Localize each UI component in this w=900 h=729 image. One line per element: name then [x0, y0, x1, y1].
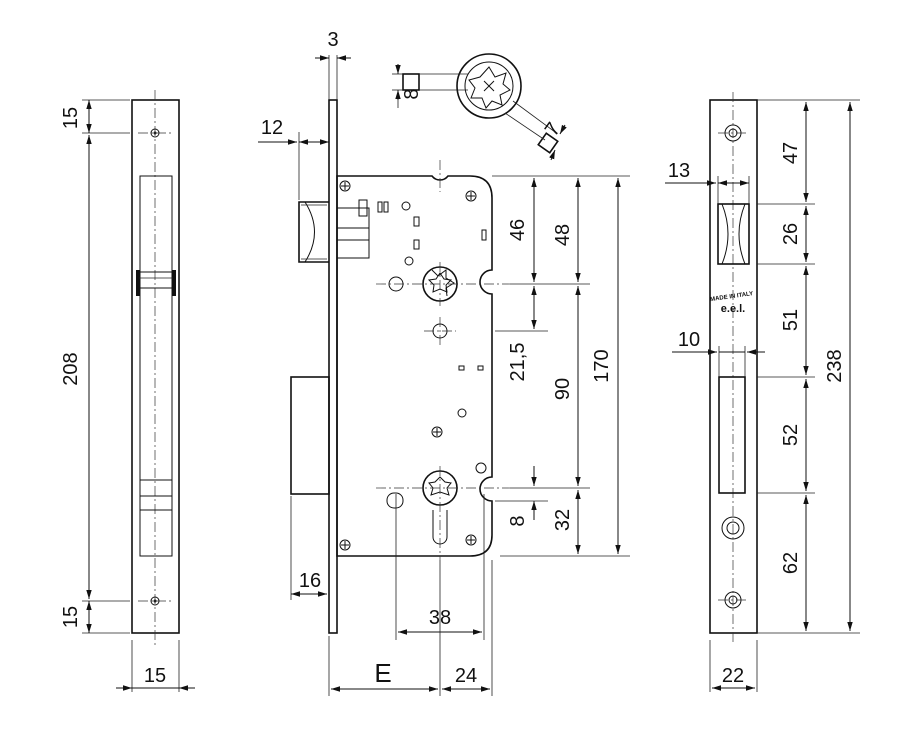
- latch-slot: [139, 175, 173, 557]
- logo-made-in-text: MADE IN ITALY: [710, 291, 754, 303]
- lock-case-outline: [336, 175, 493, 557]
- star-profile: [468, 66, 511, 109]
- dim-10: 10: [678, 329, 700, 351]
- striker-plate-view: MADE IN ITALY e.e.l. 13 10 22: [665, 92, 860, 692]
- dim-46: 46: [507, 219, 529, 241]
- dim-15-top: 15: [60, 107, 82, 129]
- lock-body-view: 3 12 16 38 E 24 46 21,5: [258, 29, 630, 696]
- dim-8-square: 8: [401, 88, 423, 99]
- brand-logo: MADE IN ITALY e.e.l.: [710, 291, 754, 315]
- dim-238: 238: [824, 349, 846, 382]
- square-8: [402, 73, 420, 91]
- dim-16: 16: [299, 570, 321, 592]
- deadbolt-opening: [718, 376, 746, 494]
- logo-brand-text: e.e.l.: [721, 303, 745, 315]
- striker-round-hole: [721, 516, 745, 540]
- dim-13: 13: [668, 160, 690, 182]
- latch-tongue: [136, 270, 140, 296]
- striker-outline: [709, 99, 758, 634]
- latch-bolt: [298, 201, 329, 263]
- left-faceplate-view: 15 208 15 15: [60, 90, 195, 692]
- dim-90: 90: [552, 378, 574, 400]
- dim-24: 24: [455, 665, 477, 687]
- dim-12: 12: [261, 117, 283, 139]
- dim-62: 62: [780, 552, 802, 574]
- dim-7-square: 7: [541, 119, 565, 141]
- square-7: [537, 132, 559, 154]
- dim-15-width: 15: [144, 665, 166, 687]
- case-screws: [339, 180, 477, 551]
- latch-opening: [717, 203, 750, 265]
- dim-51: 51: [780, 309, 802, 331]
- body-faceplate: [328, 99, 338, 634]
- dim-21-5: 21,5: [507, 343, 529, 382]
- dim-26: 26: [780, 223, 802, 245]
- dim-52: 52: [780, 424, 802, 446]
- dim-32: 32: [552, 509, 574, 531]
- dim-22: 22: [722, 665, 744, 687]
- faceplate-outline: [131, 99, 180, 634]
- dim-15-bottom: 15: [60, 606, 82, 628]
- dim-170: 170: [591, 349, 613, 382]
- dim-48: 48: [552, 224, 574, 246]
- dim-47: 47: [780, 142, 802, 164]
- spindle-detail: 8 7: [392, 53, 567, 161]
- dim-E: E: [374, 658, 391, 688]
- dim-208: 208: [60, 352, 82, 385]
- dim-3: 3: [327, 29, 338, 51]
- dead-bolt: [290, 376, 330, 495]
- dim-8-small: 8: [507, 515, 529, 526]
